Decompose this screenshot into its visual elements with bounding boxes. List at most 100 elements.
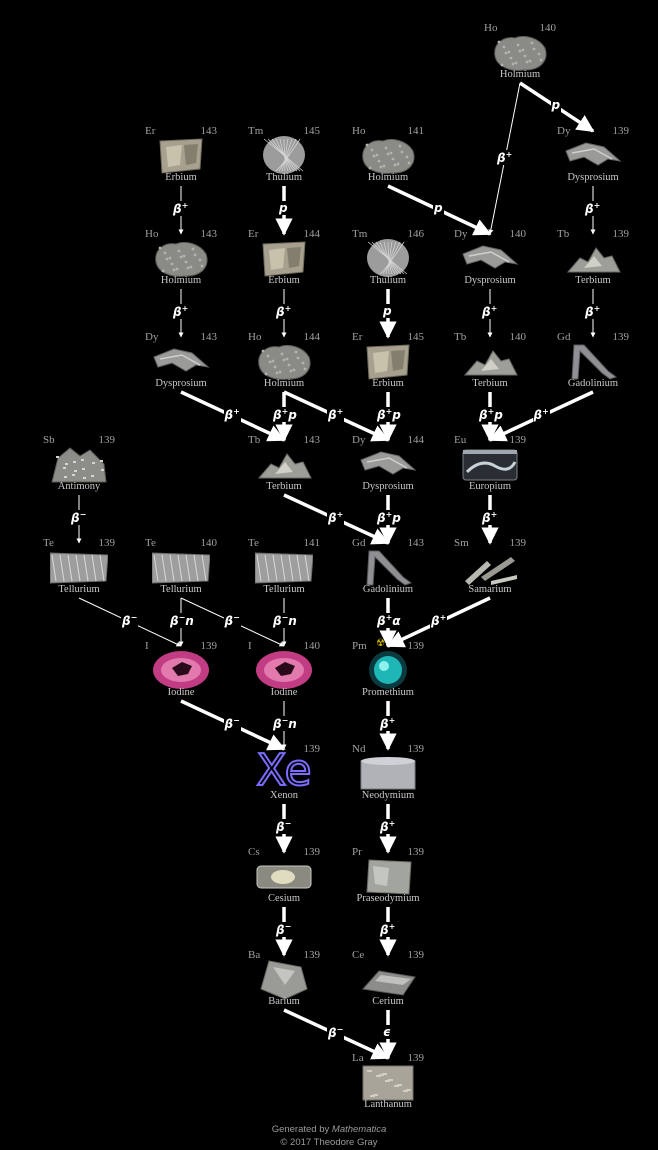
element-name: Dysprosium [567,172,619,183]
sample-image-glow [359,650,417,690]
sample-image-bar [49,547,109,587]
decay-label: β−n [272,613,298,628]
mass-number: 139 [509,434,527,446]
element-name: Thulium [265,172,303,183]
decay-label: β+ [496,149,514,165]
mass-number: 139 [612,228,630,240]
element-symbol: Ho [248,331,262,343]
sample-image-shard [152,341,210,381]
xenon-glyph: Xe [256,749,311,789]
decay-label: β+ [379,716,397,731]
sample-image-shard [461,238,519,278]
decay-label: β+ [172,201,190,216]
mass-number: 141 [407,125,425,137]
element-symbol: Eu [454,434,467,446]
sample-image-cylinder [359,753,417,793]
element-name: Dysprosium [155,378,207,389]
mass-number: 140 [509,228,527,240]
mass-number: 139 [407,846,425,858]
footer-copyright: © 2017 Theodore Gray [280,1137,378,1148]
element-name: Holmium [263,378,305,389]
element-symbol: Ho [145,228,159,240]
mass-number: 139 [407,743,425,755]
element-name: Holmium [367,172,409,183]
radioactive-icon: ☢ [376,638,385,649]
decay-label: ϵ [382,1025,392,1039]
element-name: Terbium [266,481,302,492]
decay-label: β+ [584,304,602,319]
decay-label: p [382,304,393,318]
decay-label: β+ [379,819,397,834]
footer-app: Mathematica [331,1124,387,1135]
mass-number: 140 [539,22,557,34]
sample-image-rock [255,341,313,381]
decay-label: p [433,201,444,215]
mass-number: 140 [303,640,321,652]
sample-image-block [255,238,313,278]
element-symbol: Tb [557,228,570,240]
sample-image-pile [255,444,313,484]
decay-label: β− [223,613,241,628]
decay-label: β+ [275,304,293,319]
decay-label: β+ [327,407,345,422]
sample-image-flakes [461,547,519,587]
sample-image-wire [359,238,417,278]
decay-label: β+ [379,922,397,937]
decay-label: β− [275,922,293,937]
element-symbol: Dy [454,228,468,240]
element-symbol: Te [248,537,259,549]
footer-generated: Generated by Mathematica [0,1124,658,1135]
mass-number: 139 [98,537,116,549]
mass-number: 139 [200,640,218,652]
element-symbol: Ce [352,949,365,961]
decay-label: p [550,98,562,112]
decay-label: β+ [223,407,241,422]
sample-image-jar [461,444,519,484]
element-name: Barium [268,996,300,1007]
element-symbol: Ba [248,949,261,961]
sample-image-chunk [255,959,313,1000]
sample-image-bar [151,547,211,587]
element-symbol: I [248,640,252,652]
element-name: Dysprosium [362,481,414,492]
decay-label: β+ [481,304,499,319]
element-name: Samarium [468,584,512,595]
mass-number: 146 [407,228,425,240]
element-name: Iodine [270,687,298,698]
decay-label: β−n [169,613,195,628]
element-symbol: Er [248,228,259,240]
footer-prefix: Generated by [271,1124,332,1135]
decay-label: β+ [532,407,550,422]
decay-label: β+ [172,304,190,319]
sample-image-block [359,341,417,381]
element-name: Praseodymium [356,893,420,904]
sample-image-pile [564,238,622,278]
mass-number: 141 [303,537,321,549]
element-name: Erbium [372,378,404,389]
decay-label: β+ [430,613,448,628]
decay-label: β+α [376,613,402,628]
element-symbol: Te [43,537,54,549]
element-name: Dysprosium [464,275,516,286]
decay-label: β+p [272,407,298,422]
mass-number: 139 [612,125,630,137]
element-symbol: Pr [352,846,362,858]
mass-number: 139 [509,537,527,549]
sample-image-hook [359,547,417,587]
sample-image-shard [359,444,417,484]
